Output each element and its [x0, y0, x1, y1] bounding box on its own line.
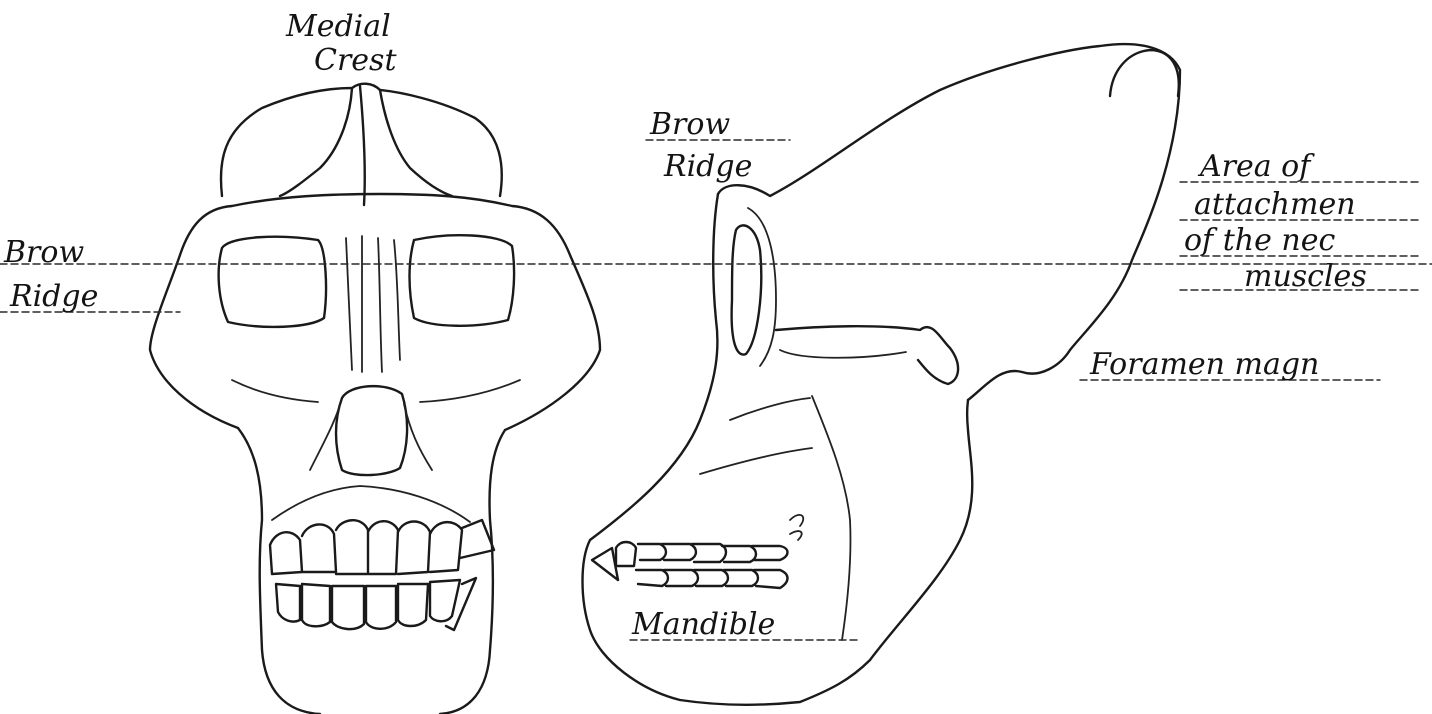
mandible-label: Mandible	[631, 607, 775, 642]
area-label-line1: Area of	[1197, 149, 1315, 184]
nasal-cavity	[336, 386, 407, 475]
left-eye-socket	[219, 237, 326, 327]
area-label-line3: of the nec	[1184, 223, 1335, 258]
medial-crest-label-line2: Crest	[314, 43, 397, 78]
canine-tooth	[592, 548, 618, 580]
lower-teeth	[276, 578, 476, 630]
right-cheek-line	[420, 380, 520, 402]
left-cheek-line	[232, 380, 318, 402]
side-maxilla-line	[700, 398, 812, 474]
jaw-wisp	[790, 515, 803, 540]
foramen-magnum-label: Foramen magn	[1089, 347, 1319, 382]
upper-teeth	[270, 520, 494, 574]
crest-ridge-line	[360, 86, 365, 205]
front-skull	[150, 84, 600, 714]
nasal-sides	[310, 404, 432, 470]
maxilla-lines	[272, 486, 470, 522]
brow-ridge-side-label-line1: Brow	[649, 107, 730, 142]
occipital-curl	[1110, 50, 1179, 96]
side-lower-teeth	[636, 570, 788, 588]
area-label-line4: muscles	[1244, 259, 1367, 294]
brow-ridge-side-label-line2: Ridge	[663, 149, 752, 184]
cheek-contour	[780, 350, 906, 358]
medial-crest	[280, 88, 452, 196]
side-eye-socket	[732, 225, 762, 354]
mandible-ramus	[812, 396, 851, 640]
brow-ridge-front-label-line1: Brow	[3, 235, 84, 270]
right-eye-socket	[410, 235, 515, 326]
labels: Medial Crest Brow Ridge Brow Ridge Area …	[3, 9, 1367, 642]
medial-crest-label-line1: Medial	[285, 9, 391, 44]
side-upper-teeth	[616, 542, 788, 566]
brow-ridge-front-label-line2: Ridge	[9, 279, 98, 314]
area-label-line2: attachmen	[1194, 187, 1356, 222]
nasal-bridge	[346, 236, 400, 372]
